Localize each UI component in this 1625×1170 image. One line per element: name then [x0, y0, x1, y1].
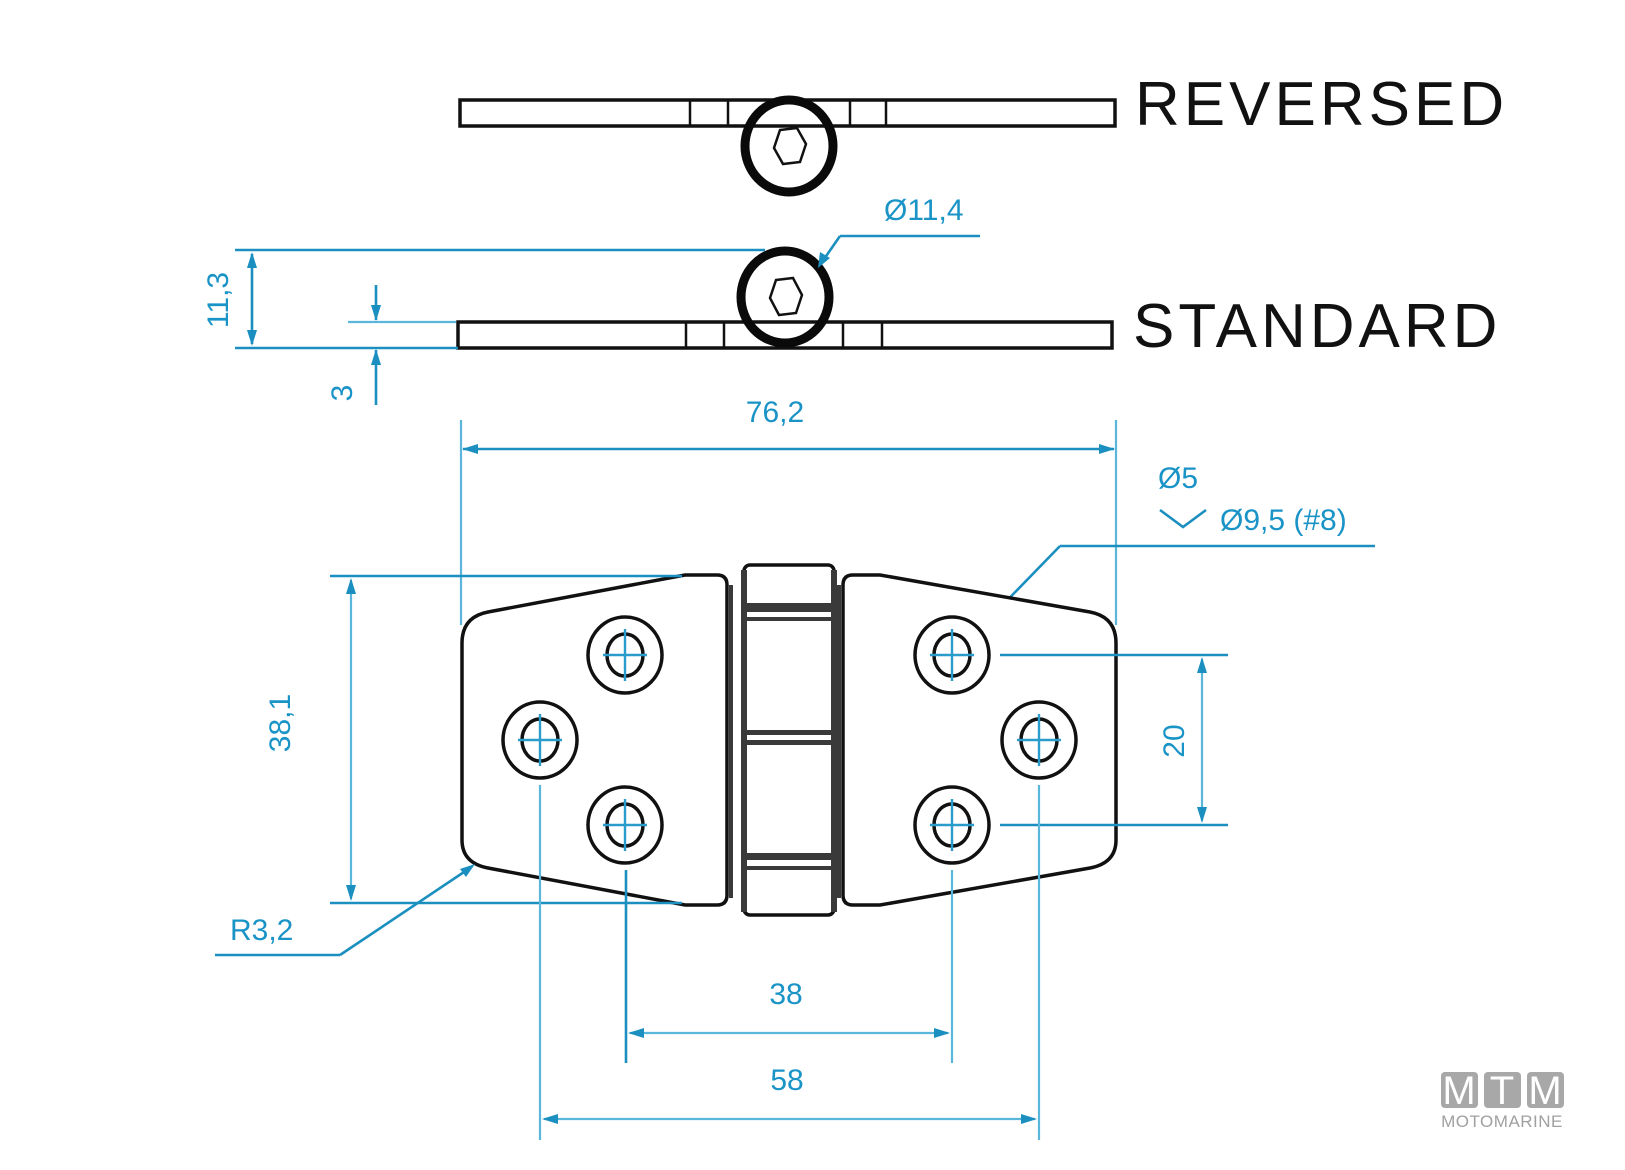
hinge-front-view [460, 563, 1118, 917]
countersunk-hole [501, 700, 579, 780]
standard-label: STANDARD [1133, 292, 1501, 361]
pin-diameter-dimension: Ø11,4 [818, 194, 980, 268]
mounting-holes [501, 615, 1078, 865]
overall-width-label: 76,2 [746, 396, 804, 429]
logo-box [1484, 1072, 1521, 1108]
logo-letter: M [1442, 1069, 1475, 1113]
countersunk-hole [586, 615, 664, 695]
arrow-head [1197, 657, 1207, 673]
knuckle-joint [744, 603, 834, 612]
pin-leader-arrow [818, 252, 830, 268]
radius-leader-arrow [460, 864, 475, 877]
corner-radius-dimension: R3,2 [215, 864, 475, 957]
arrow-head [371, 305, 381, 321]
inner-hole-spacing-dimension: 38 [624, 870, 954, 1063]
standard-pin-knuckle [736, 246, 834, 348]
knuckle-joint [744, 866, 834, 870]
radius-leader-line [339, 866, 471, 957]
standard-leaf-plate [456, 320, 1114, 350]
arrow-head [1197, 807, 1207, 823]
logo-box [1441, 1072, 1478, 1108]
knuckle-joint [744, 730, 834, 735]
hole-spacing-vertical-label: 20 [1158, 724, 1191, 757]
hole-diameter-label: Ø5 [1158, 462, 1198, 495]
inner-hole-spacing-label: 38 [769, 978, 802, 1011]
outer-hole-spacing-label: 58 [770, 1064, 803, 1097]
reversed-side-view: REVERSED [458, 70, 1508, 197]
logo-letter: M [1528, 1069, 1561, 1113]
hole-spacing-vertical-dimension: 20 [1000, 653, 1228, 827]
countersink-label: Ø9,5 (#8) [1220, 504, 1347, 537]
countersink-symbol-icon [1159, 508, 1207, 529]
countersunk-hole [586, 785, 664, 865]
arrow-head [247, 252, 257, 268]
arrow-head [346, 885, 356, 901]
thickness-dimension: 3 [326, 285, 456, 405]
arrow-head [1099, 444, 1115, 454]
reversed-label: REVERSED [1135, 70, 1508, 139]
leaf-height-dimension: 38,1 [264, 574, 682, 905]
arrow-head [247, 330, 257, 346]
logo-box [1527, 1072, 1564, 1108]
standard-hex-socket-icon [768, 276, 804, 317]
overall-width-dimension: 76,2 [459, 396, 1118, 625]
standard-side-view: STANDARD [456, 246, 1501, 361]
logo-letter: T [1490, 1069, 1514, 1113]
knuckle-joint [744, 617, 834, 621]
countersunk-hole [913, 615, 991, 695]
reversed-hex-socket-icon [772, 126, 808, 166]
corner-radius-label: R3,2 [230, 914, 293, 947]
countersunk-hole [913, 785, 991, 865]
reversed-pin-knuckle [740, 95, 838, 197]
arrow-head [346, 578, 356, 594]
countersunk-hole [1000, 700, 1078, 780]
pin-diameter-label: Ø11,4 [884, 194, 964, 227]
overall-height-dimension: 11,3 [202, 248, 765, 350]
thickness-label: 3 [326, 385, 359, 402]
outer-hole-spacing-dimension: 58 [538, 785, 1041, 1140]
arrow-head [371, 349, 381, 365]
arrow-head [934, 1028, 950, 1038]
arrow-head [1021, 1114, 1037, 1124]
knuckle-joint [744, 740, 834, 745]
motomarine-logo: M T M MOTOMARINE [1441, 1069, 1564, 1131]
arrow-head [628, 1028, 644, 1038]
overall-height-label: 11,3 [202, 272, 235, 328]
arrow-head [542, 1114, 558, 1124]
logo-wordmark: MOTOMARINE [1441, 1112, 1563, 1131]
arrow-head [462, 444, 478, 454]
right-leaf [841, 573, 1118, 907]
knuckle-joint [744, 853, 834, 860]
leaf-height-label: 38,1 [264, 694, 297, 752]
